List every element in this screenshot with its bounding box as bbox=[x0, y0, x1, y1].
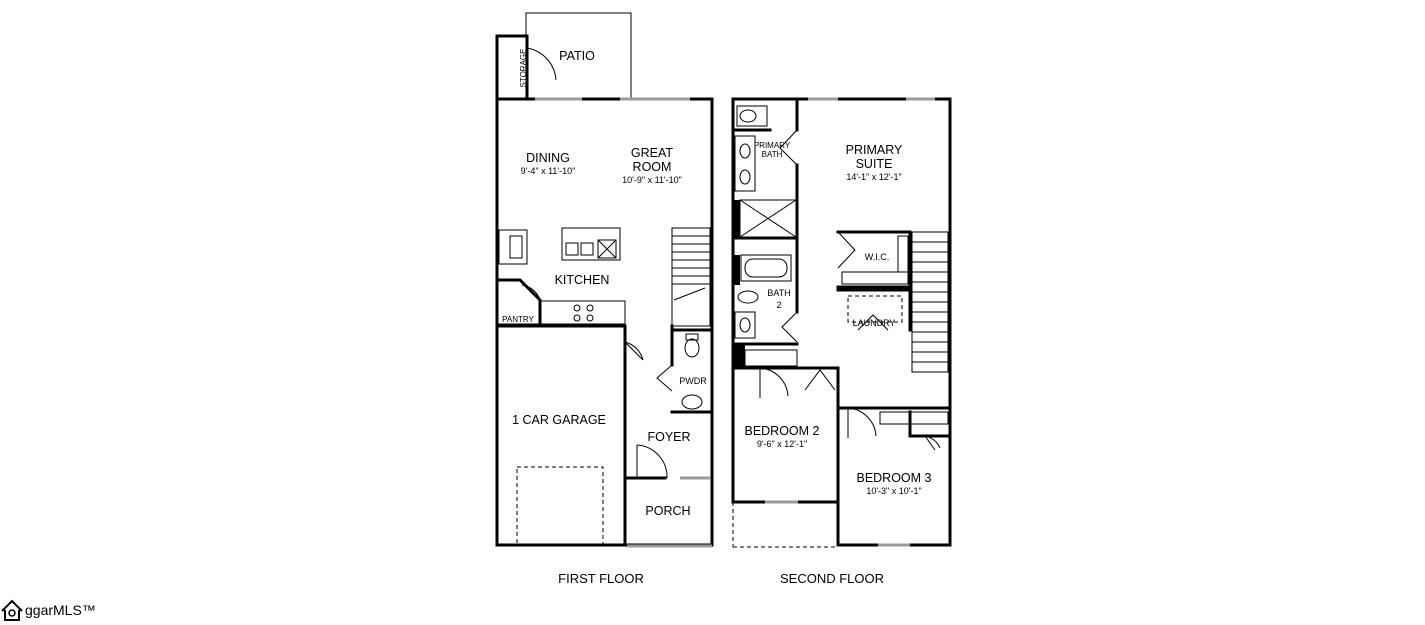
great-room-label-1: GREAT bbox=[631, 146, 673, 160]
pwdr-toilet bbox=[684, 338, 700, 358]
garage-door-dashed bbox=[516, 466, 604, 546]
porch-label: PORCH bbox=[645, 504, 690, 518]
stairs-first-floor bbox=[671, 227, 711, 327]
wic-door bbox=[837, 231, 856, 269]
range-counter bbox=[539, 300, 626, 325]
primary-toilet bbox=[736, 105, 768, 127]
great-room-dims: 10'-9" x 11'-10" bbox=[622, 175, 682, 185]
dining-label: DINING bbox=[526, 151, 570, 165]
pantry-label: PANTRY bbox=[502, 315, 534, 324]
wic-label: W.I.C. bbox=[865, 252, 890, 262]
foyer-label: FOYER bbox=[647, 430, 690, 444]
bath2-label-1: BATH bbox=[767, 288, 790, 298]
first-floor: PATIO STORAGE DINING 9'-4" x 11'-10" GRE… bbox=[495, 12, 714, 586]
bedroom2-walls bbox=[731, 366, 840, 504]
bedroom2-dims: 9'-6" x 12'-1" bbox=[757, 439, 807, 449]
bath2-label-2: 2 bbox=[776, 300, 781, 310]
pantry-door bbox=[521, 284, 541, 301]
laundry-doors bbox=[857, 314, 889, 331]
pwdr-walls bbox=[670, 324, 712, 367]
primary-bath-label-1: PRIMARY bbox=[754, 141, 791, 150]
laundry-machines bbox=[847, 295, 903, 323]
second-floor-label: SECOND FLOOR bbox=[780, 571, 884, 586]
watermark-text: ggarMLS™ bbox=[25, 602, 96, 618]
dishwasher bbox=[597, 239, 617, 259]
second-floor: PRIMARY BATH PRIMARY SUITE 14'-1" x 12'-… bbox=[731, 97, 952, 586]
garage-entry-door bbox=[624, 341, 644, 361]
first-floor-label: FIRST FLOOR bbox=[558, 571, 644, 586]
garage-label: 1 CAR GARAGE bbox=[512, 413, 606, 427]
stair-treads bbox=[672, 235, 710, 285]
mls-watermark: ggarMLS™ bbox=[0, 596, 96, 624]
bath2-toilet bbox=[737, 290, 759, 304]
primary-suite-dims: 14'-1" x 12'-1" bbox=[846, 172, 901, 182]
primary-bath-door bbox=[779, 129, 798, 166]
patio-door bbox=[526, 47, 557, 83]
kitchen-island bbox=[561, 227, 621, 261]
pwdr-door bbox=[656, 364, 673, 392]
patio-label: PATIO bbox=[559, 49, 595, 63]
kitchen-label: KITCHEN bbox=[555, 273, 610, 287]
house-logo-icon bbox=[1, 599, 23, 621]
bedroom2-closet-doors bbox=[804, 369, 836, 391]
bedroom3-dims: 10'-3" x 10'-1" bbox=[866, 486, 921, 496]
storage-label: STORAGE bbox=[519, 49, 528, 88]
primary-suite-label-2: SUITE bbox=[856, 157, 893, 171]
primary-vanity bbox=[734, 135, 756, 192]
pwdr-sink bbox=[681, 394, 703, 410]
bath2-door bbox=[781, 311, 798, 343]
bath2-tub bbox=[740, 254, 792, 282]
bedroom2-door bbox=[759, 367, 789, 398]
bedroom3-door bbox=[847, 407, 877, 438]
laundry-label: LAUNDRY bbox=[853, 318, 896, 328]
front-door bbox=[636, 444, 668, 479]
primary-suite-label-1: PRIMARY bbox=[846, 143, 903, 157]
sink-right bbox=[580, 242, 594, 256]
dining-dims: 9'-4" x 11'-10" bbox=[521, 166, 576, 176]
sink-left bbox=[565, 242, 579, 256]
bedroom3-closet-door bbox=[924, 435, 941, 451]
fridge bbox=[498, 229, 528, 265]
great-room-label-2: ROOM bbox=[633, 160, 672, 174]
bath2-vanity bbox=[734, 311, 756, 339]
primary-bath-label-2: BATH bbox=[762, 150, 783, 159]
wic-walls bbox=[836, 230, 912, 289]
pwdr-label: PWDR bbox=[679, 376, 707, 386]
stair-treads-2 bbox=[912, 241, 948, 363]
bedroom3-label: BEDROOM 3 bbox=[856, 471, 931, 485]
bedroom2-label: BEDROOM 2 bbox=[744, 424, 819, 438]
